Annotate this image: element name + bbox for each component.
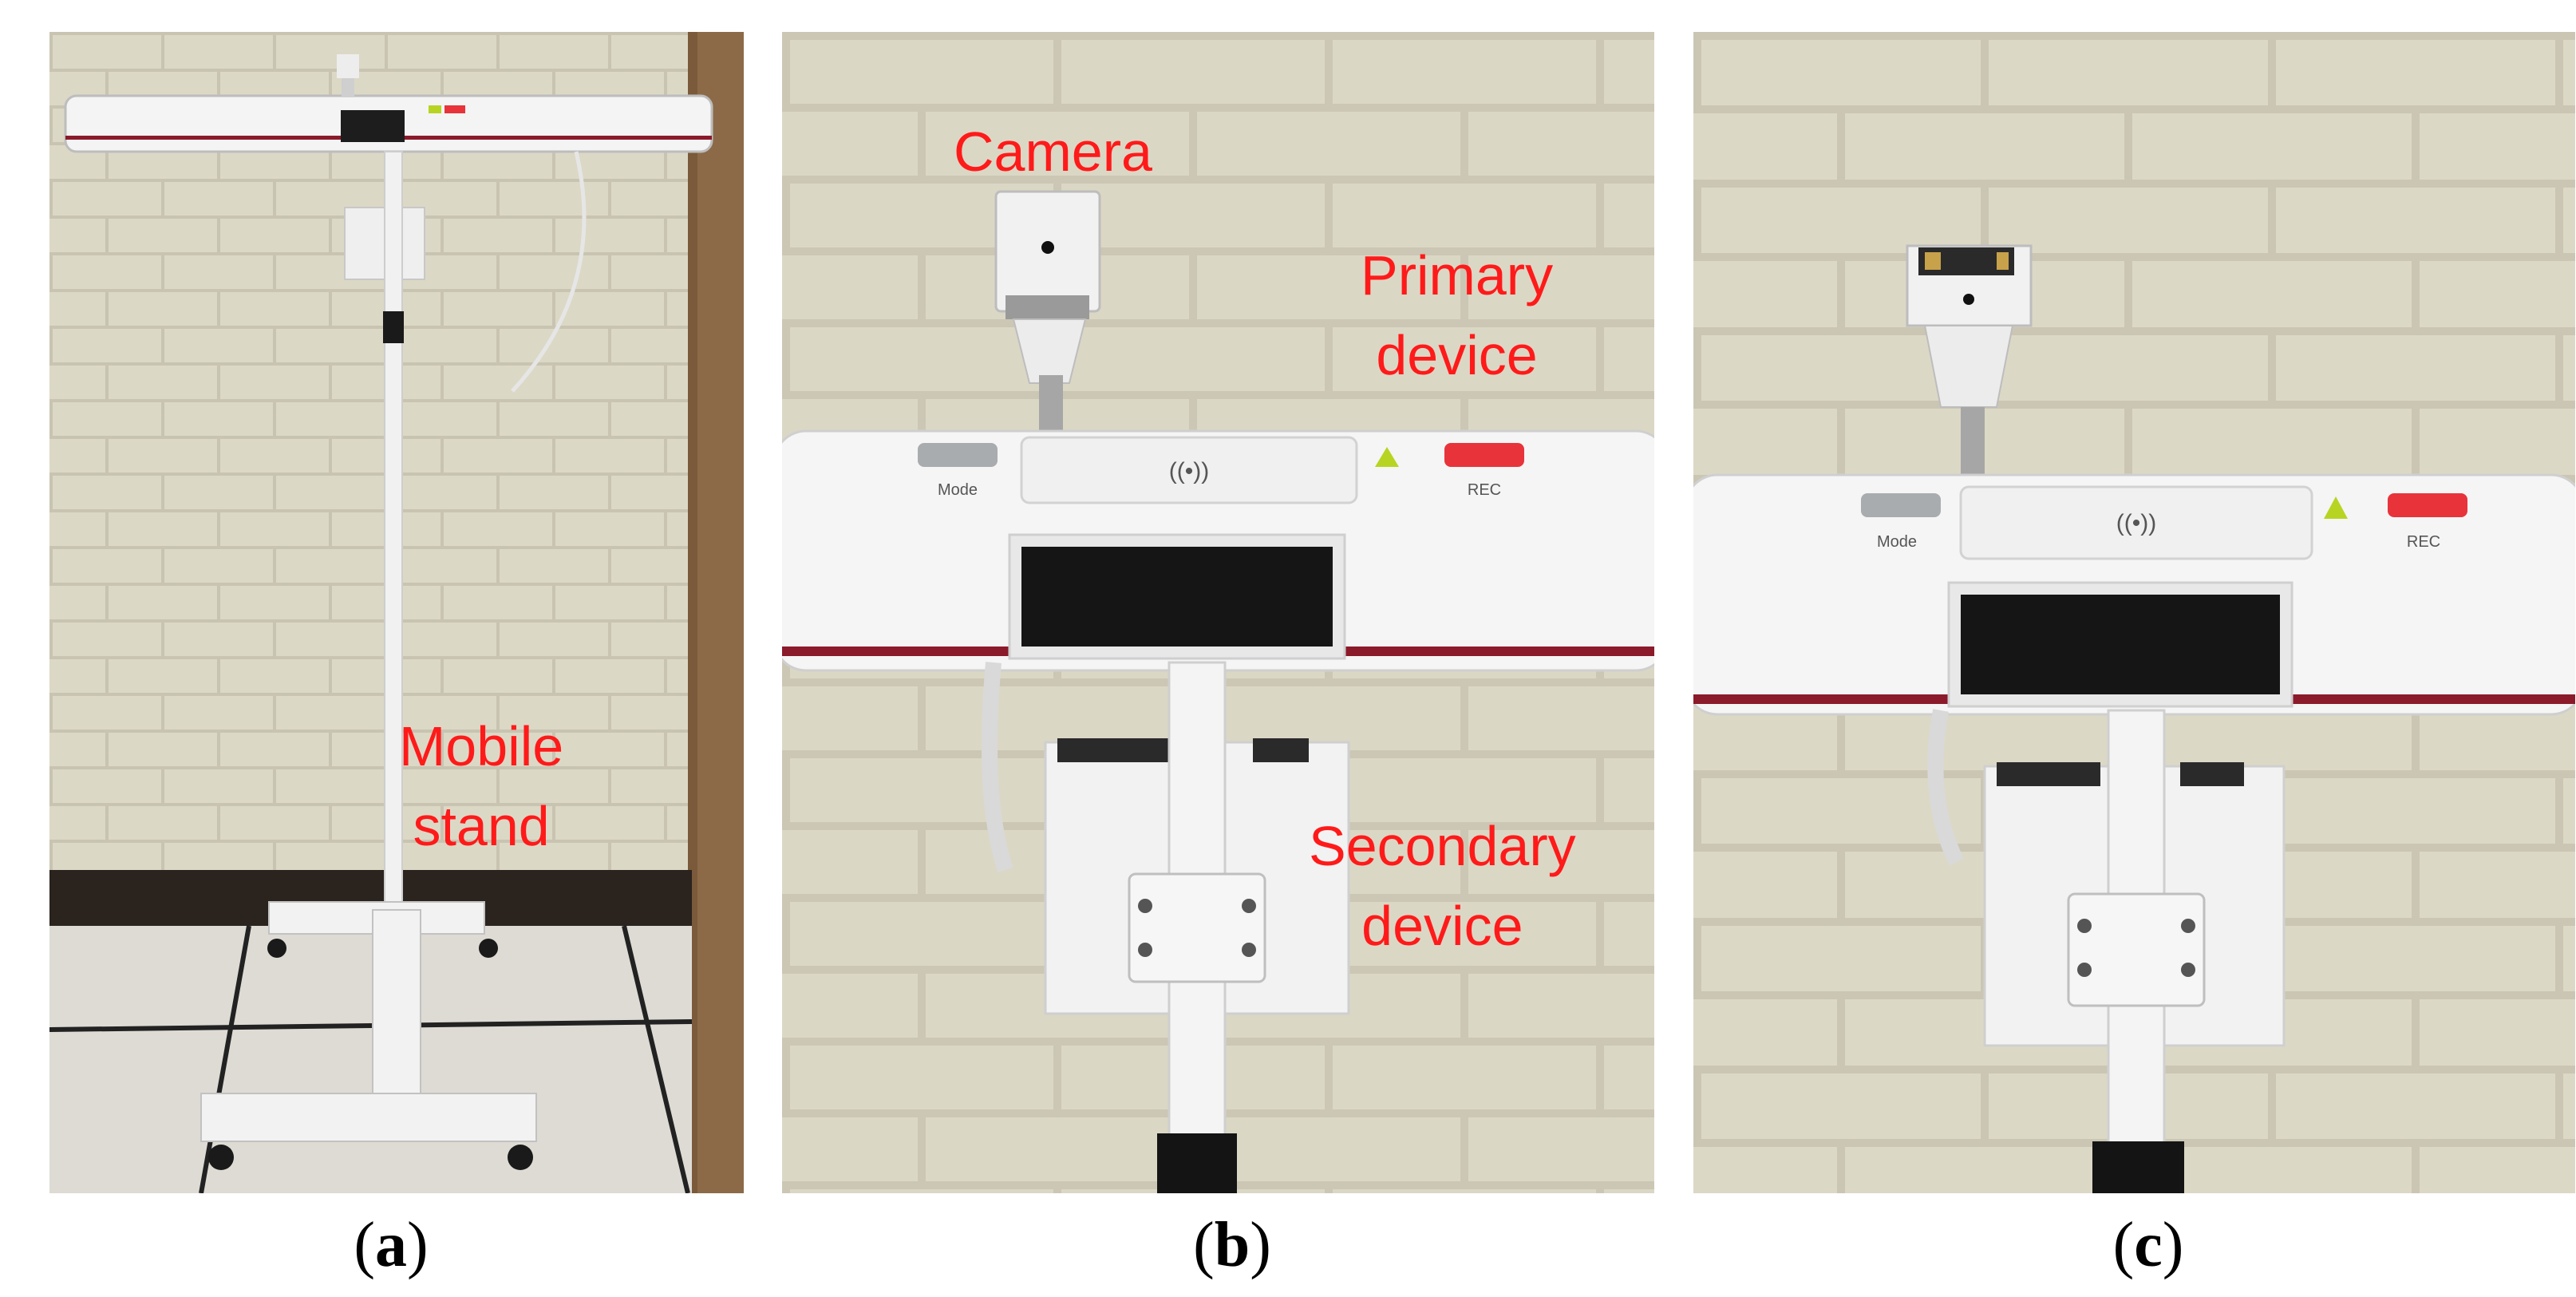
svg-text:((•)): ((•)) [2116, 510, 2156, 536]
photo-panel-c: Mode ((•)) REC [1693, 32, 2575, 1193]
primary-device-label: Primary device [1361, 244, 1554, 386]
rec-label: REC [1468, 481, 1501, 499]
mobile-stand-photo [49, 32, 744, 1193]
photo-panel-a [49, 32, 744, 1193]
caption-a: (a) [354, 1210, 429, 1280]
caption-b: (b) [1193, 1210, 1271, 1280]
svg-text:((•)): ((•)) [1169, 458, 1209, 484]
secondary-device-label: Secondary device [1309, 815, 1576, 957]
photo-panel-b: Mode ((•)) REC [782, 32, 1654, 1193]
mode-label: Mode [938, 481, 978, 499]
device-closeup-photo: Mode ((•)) REC [782, 32, 1654, 1193]
caption-c: (c) [2112, 1210, 2184, 1280]
mobile-stand-label: Mobile stand [399, 715, 564, 857]
device-alt-angle-photo: Mode ((•)) REC [1693, 32, 2575, 1193]
rec-label: REC [2407, 533, 2440, 551]
camera-label: Camera [954, 121, 1152, 183]
mode-label: Mode [1877, 533, 1917, 551]
